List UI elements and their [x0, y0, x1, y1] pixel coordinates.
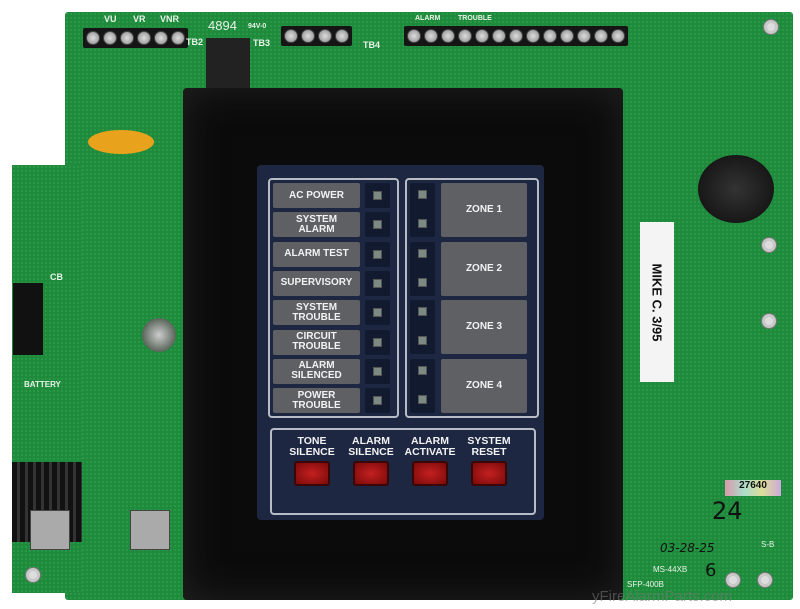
mounting-hole [26, 568, 40, 582]
status-led-cell [365, 358, 390, 384]
voltage-regulator [130, 510, 170, 550]
status-label: ALARM TEST [273, 241, 360, 267]
status-led-indicator [373, 396, 382, 406]
serial-hologram: 27640 [725, 480, 781, 496]
status-led-cell [365, 212, 390, 238]
electrolytic-capacitor [142, 318, 176, 352]
status-label: CIRCUIT TROUBLE [273, 329, 360, 355]
zone-led-cell [410, 183, 435, 237]
control-button-system-reset[interactable] [471, 461, 507, 486]
terminal-block-power [13, 283, 43, 355]
zone-alarm-led [418, 190, 427, 199]
status-led-cell [365, 183, 390, 208]
status-label: POWER TROUBLE [273, 388, 360, 414]
handwritten-number: 24 [712, 497, 743, 525]
sticker-text: MIKE C. 3/95 [649, 262, 665, 342]
terminal-block-tb3 [281, 26, 352, 46]
status-led-cell [365, 329, 390, 355]
tb4-label: TB4 [363, 40, 381, 50]
mounting-hole [726, 573, 740, 587]
relay [206, 38, 250, 88]
control-button-tone-silence[interactable] [294, 461, 330, 486]
status-label: SUPERVISORY [273, 270, 360, 296]
control-button-label: ALARM SILENCE [348, 435, 394, 458]
control-button-group [270, 428, 536, 515]
model-label: MS-44XB [653, 565, 688, 574]
zone-trouble-led [418, 277, 427, 287]
mounting-hole [762, 238, 776, 252]
control-button-alarm-silence[interactable] [353, 461, 389, 486]
control-button-label: ALARM ACTIVATE [404, 435, 456, 458]
sticker-label: MIKE C. 3/95 [640, 222, 674, 382]
status-led-cell [365, 241, 390, 267]
tb2-label: TB2 [186, 37, 204, 47]
control-button-label: TONE SILENCE [289, 435, 335, 458]
capacitor [88, 130, 154, 154]
terminal-block-tb1 [83, 28, 188, 48]
mounting-hole [764, 20, 778, 34]
cb-label: CB [50, 272, 63, 282]
trouble-terminal-label: TROUBLE [458, 15, 492, 22]
zone-led-cell [410, 358, 435, 413]
status-led-indicator [373, 249, 382, 259]
status-led-cell [365, 300, 390, 326]
zone-alarm-led [418, 365, 427, 375]
alarm-terminal-label: ALARM [415, 15, 441, 22]
status-label: SYSTEM TROUBLE [273, 300, 360, 326]
status-label: AC POWER [273, 183, 360, 208]
terminal-label-vr: VR [133, 14, 146, 24]
model2-label: SFP-400B [627, 580, 664, 589]
zone-trouble-led [418, 336, 427, 346]
battery-label: BATTERY [24, 380, 61, 389]
control-button-label: SYSTEM RESET [467, 435, 511, 458]
sb-label: S-B [761, 540, 775, 549]
control-button-alarm-activate[interactable] [412, 461, 448, 486]
zone-label: ZONE 3 [441, 300, 527, 355]
zone-trouble-led [418, 219, 427, 228]
tb3-label: TB3 [253, 38, 271, 48]
mounting-hole [758, 573, 772, 587]
status-led-indicator [373, 337, 382, 347]
terminal-label-vnr: VNR [160, 14, 180, 24]
handwritten-date: 03-28-25 [660, 541, 715, 555]
status-led-indicator [373, 366, 382, 376]
zone-label: ZONE 4 [441, 358, 527, 413]
zone-led-cell [410, 300, 435, 355]
zone-indicator-group [405, 178, 539, 418]
status-label: ALARM SILENCED [273, 358, 360, 384]
mounting-hole [762, 314, 776, 328]
zone-led-cell [410, 241, 435, 296]
status-indicator-group [268, 178, 399, 418]
status-label: SYSTEM ALARM [273, 212, 360, 238]
zone-label: ZONE 2 [441, 241, 527, 296]
rating: 94V-0 [248, 23, 267, 30]
part-number: 4894 [208, 18, 237, 33]
voltage-regulator [30, 510, 70, 550]
zone-alarm-led [418, 307, 427, 317]
handwritten-rev: 6 [705, 560, 717, 581]
watermark: yFireAlarmParts.com [592, 588, 733, 605]
status-led-indicator [373, 308, 382, 318]
terminal-block-tb4 [404, 26, 628, 46]
status-led-indicator [373, 278, 382, 288]
status-led-indicator [373, 191, 382, 200]
zone-label: ZONE 1 [441, 183, 527, 237]
status-led-cell [365, 270, 390, 296]
buzzer [698, 155, 774, 223]
status-led-indicator [373, 220, 382, 230]
status-led-cell [365, 388, 390, 414]
terminal-label-vu: VU [104, 14, 117, 24]
zone-alarm-led [418, 248, 427, 258]
zone-trouble-led [418, 394, 427, 404]
